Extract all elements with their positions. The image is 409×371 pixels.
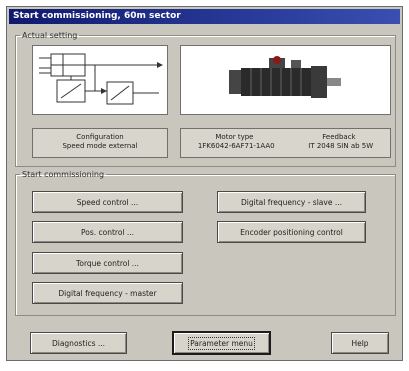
servo-motor-icon (229, 56, 341, 98)
feedback-label: Feedback (322, 133, 356, 141)
start-commissioning-legend: Start commissioning (22, 170, 105, 179)
motor-type-label: Motor type (215, 133, 254, 141)
motor-image (180, 45, 391, 115)
pos-control-button[interactable]: Pos. control ... (32, 221, 183, 243)
window-title: Start commissioning, 60m sector (9, 9, 400, 24)
digital-frequency-slave-label: Digital frequency - slave ... (241, 197, 342, 207)
torque-control-label: Torque control ... (76, 258, 139, 268)
encoder-positioning-control-button[interactable]: Encoder positioning control (217, 221, 366, 243)
speed-control-button[interactable]: Speed control ... (32, 191, 183, 213)
configuration-label: Configuration (76, 133, 124, 141)
feedback-value: IT 2048 SIN ab 5W (308, 142, 374, 150)
help-button[interactable]: Help (331, 332, 389, 354)
motor-type-value: 1FK6042-6AF71-1AA0 (197, 142, 275, 150)
actual-setting-group: Actual setting (15, 31, 396, 167)
control-block-diagram-icon (39, 53, 163, 105)
digital-frequency-master-button[interactable]: Digital frequency - master (32, 282, 183, 304)
diagnostics-label: Diagnostics ... (51, 338, 106, 348)
digital-frequency-master-label: Digital frequency - master (58, 288, 157, 298)
pos-control-label: Pos. control ... (80, 227, 135, 237)
speed-control-label: Speed control ... (76, 197, 139, 207)
parameter-menu-button[interactable]: Parameter menu (172, 331, 271, 355)
diagnostics-button[interactable]: Diagnostics ... (30, 332, 127, 354)
help-label: Help (351, 338, 369, 348)
start-commissioning-dialog: Start commissioning, 60m sector Actual s… (6, 6, 403, 361)
actual-setting-legend: Actual setting (22, 31, 78, 40)
start-commissioning-group: Start commissioning (15, 170, 396, 316)
encoder-positioning-control-label: Encoder positioning control (240, 227, 343, 237)
configuration-info: Configuration Speed mode external (32, 128, 168, 158)
parameter-menu-label: Parameter menu (188, 336, 255, 350)
configuration-diagram (32, 45, 168, 115)
digital-frequency-slave-button[interactable]: Digital frequency - slave ... (217, 191, 366, 213)
torque-control-button[interactable]: Torque control ... (32, 252, 183, 274)
motor-feedback-info: Motor type Feedback 1FK6042-6AF71-1AA0 I… (180, 128, 391, 158)
configuration-value: Speed mode external (62, 142, 138, 150)
